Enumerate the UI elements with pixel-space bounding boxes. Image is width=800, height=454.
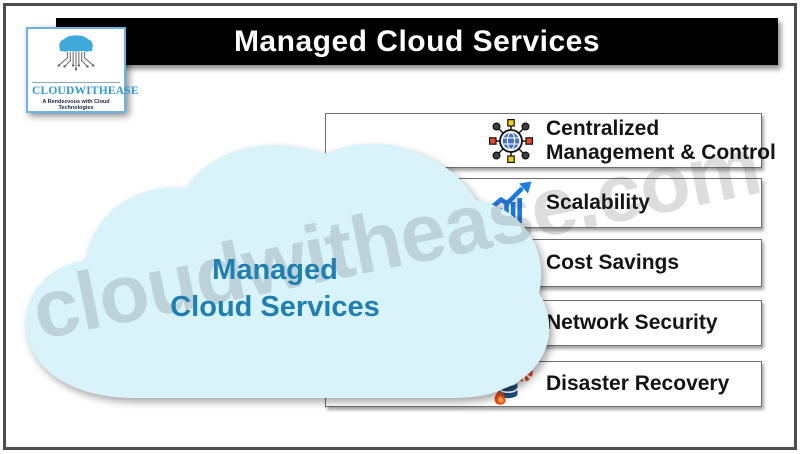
- page-title: Managed Cloud Services: [233, 24, 601, 58]
- globe-network-icon: [486, 116, 536, 166]
- cloud-shape: [25, 143, 550, 398]
- service-label: Disaster Recovery: [546, 372, 730, 395]
- service-label: Scalability: [546, 191, 650, 214]
- cloud-label: Managed Cloud Services: [170, 254, 380, 323]
- logo-name: CLOUDWITHEASE: [32, 82, 139, 97]
- outer-frame: [3, 3, 797, 450]
- header-bar: Managed Cloud Services: [56, 18, 778, 65]
- logo-tagline: A Rendezvous with Cloud Technologies: [32, 99, 120, 114]
- service-label: Cost Savings: [546, 251, 680, 274]
- cloud-circuit-icon: [47, 31, 105, 82]
- service-label: Network Security: [546, 311, 718, 334]
- logo-cloudwithease: CLOUDWITHEASE A Rendezvous with Cloud Te…: [26, 27, 139, 114]
- service-box-centralized-management: Centralized Management & Control: [325, 113, 776, 168]
- service-label: Centralized Management & Control: [546, 116, 776, 164]
